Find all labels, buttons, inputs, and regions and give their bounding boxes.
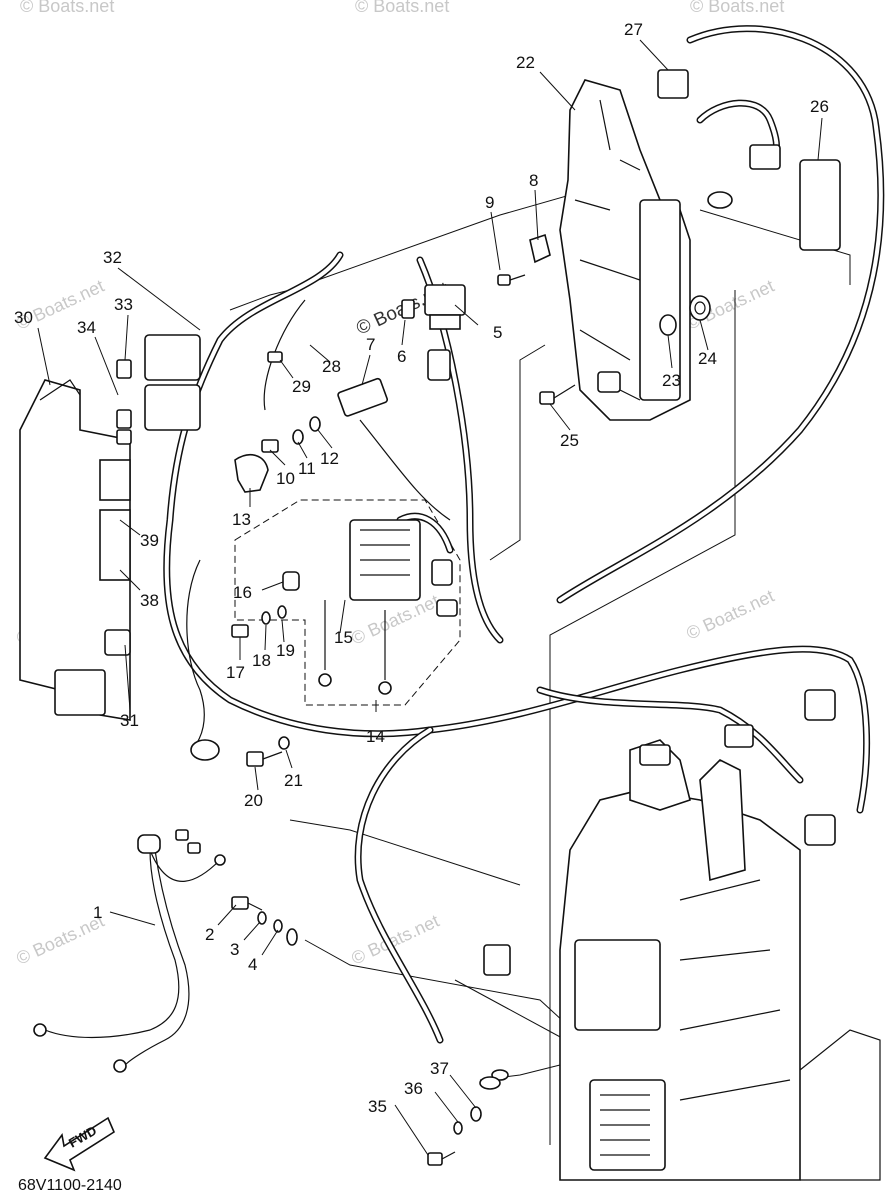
callout-6: 6 [397, 347, 406, 366]
callout-16: 16 [233, 583, 252, 602]
callout-29: 29 [292, 377, 311, 396]
fuse-holder [116, 334, 201, 445]
callout-20: 20 [244, 791, 263, 810]
grommets [659, 295, 711, 336]
callout-8: 8 [529, 171, 538, 190]
fwd-arrow: FWD [43, 1116, 116, 1172]
fasteners-2-4 [175, 829, 298, 946]
callout-14: 14 [366, 727, 385, 746]
bolt-25 [539, 384, 576, 405]
callout-13: 13 [232, 510, 251, 529]
watermark: © Boats.net [683, 586, 777, 644]
callout-23: 23 [662, 371, 681, 390]
callout-17: 17 [226, 663, 245, 682]
callout-4: 4 [248, 955, 257, 974]
callout-27: 27 [624, 20, 643, 39]
engine-block [479, 689, 881, 1181]
callout-10: 10 [276, 469, 295, 488]
callout-28: 28 [322, 357, 341, 376]
watermark: © Boats.net [690, 0, 784, 16]
small-fasteners [190, 351, 321, 767]
callout-11: 11 [298, 459, 316, 478]
callout-3: 3 [230, 940, 239, 959]
battery-cable [33, 834, 226, 1073]
callout-39: 39 [140, 531, 159, 550]
callout-38: 38 [140, 591, 159, 610]
callout-31: 31 [120, 711, 139, 730]
bracket-assembly [559, 79, 691, 421]
callout-12: 12 [320, 449, 339, 468]
fasteners-35-37 [427, 1106, 482, 1166]
callout-21: 21 [284, 771, 303, 790]
callout-19: 19 [276, 641, 295, 660]
callout-22: 22 [516, 53, 535, 72]
callout-15: 15 [334, 628, 353, 647]
relays [337, 284, 466, 417]
callout-1: 1 [93, 903, 102, 922]
callout-32: 32 [103, 248, 122, 267]
callout-26: 26 [810, 97, 829, 116]
fwd-arrow-icon [43, 1116, 116, 1172]
callout-24: 24 [698, 349, 717, 368]
callout-33: 33 [114, 295, 133, 314]
clip-screw [497, 233, 551, 286]
callout-5: 5 [493, 323, 502, 342]
cover-plate [19, 379, 131, 721]
callout-9: 9 [485, 193, 494, 212]
callout-37: 37 [430, 1059, 449, 1078]
rectifier-regulator [318, 519, 458, 695]
callout-36: 36 [404, 1079, 423, 1098]
callout-2: 2 [205, 925, 214, 944]
drawing-code: 68V1100-2140 [18, 1177, 122, 1194]
callout-18: 18 [252, 651, 271, 670]
callout-34: 34 [77, 318, 96, 337]
watermark: © Boats.net [20, 0, 114, 16]
callouts: 1 2 3 4 5 6 7 8 9 10 11 12 13 14 15 16 1… [14, 20, 829, 1116]
callout-25: 25 [560, 431, 579, 450]
watermark: © Boats.net [355, 0, 449, 16]
leader-lines [37, 39, 823, 1156]
callout-35: 35 [368, 1097, 387, 1116]
callout-30: 30 [14, 308, 33, 327]
callout-7: 7 [366, 335, 375, 354]
connectors-26-27 [657, 69, 841, 251]
